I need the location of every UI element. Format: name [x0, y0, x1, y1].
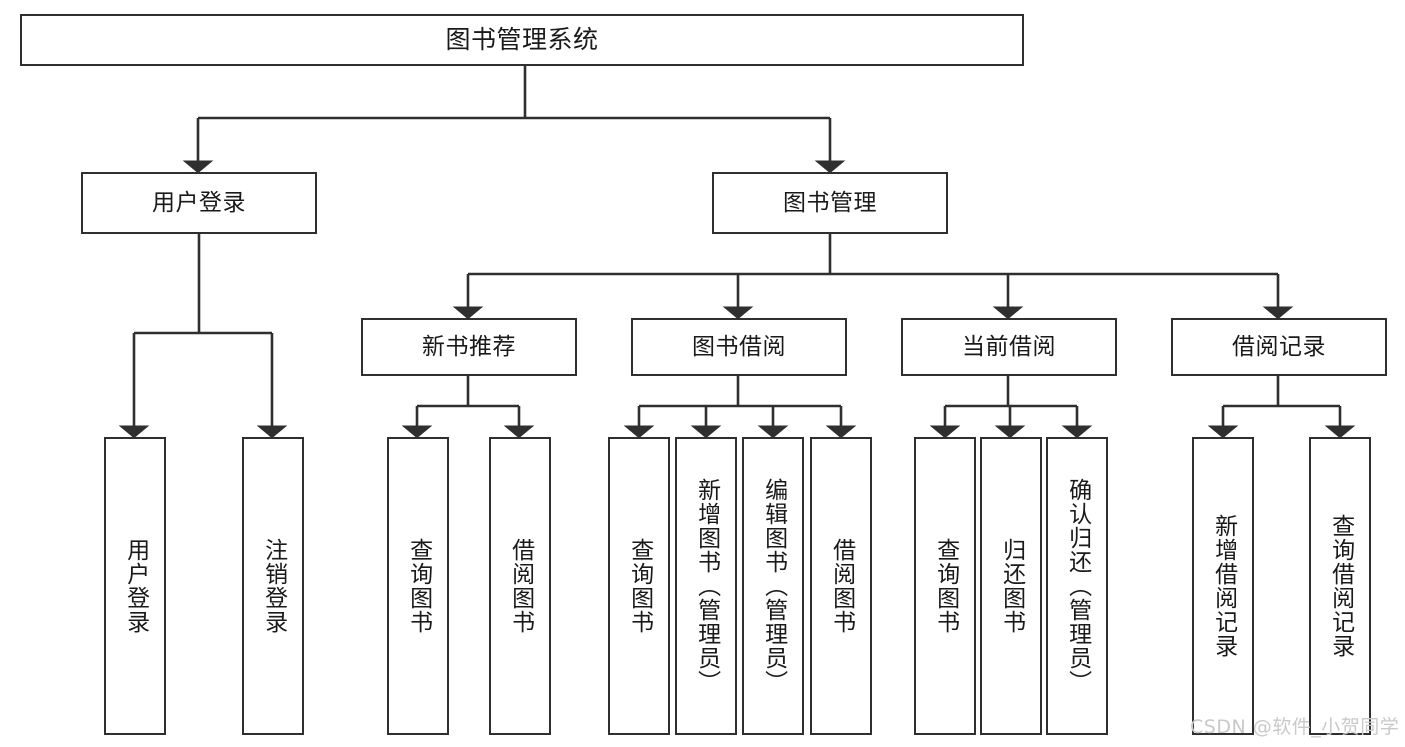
node-user-login[interactable]: 用户登录 [81, 172, 317, 234]
leaf-borrow-book-2[interactable]: 借阅图书 [810, 437, 872, 735]
leaf-confirm-return-label: 确认归还（管理员） [1064, 478, 1091, 694]
node-borrow-record[interactable]: 借阅记录 [1171, 318, 1387, 376]
leaf-return-book-label: 归还图书 [998, 538, 1025, 634]
leaf-query-book-2[interactable]: 查询图书 [608, 437, 670, 735]
leaf-query-book-3-label: 查询图书 [932, 538, 959, 634]
node-current-borrow[interactable]: 当前借阅 [901, 318, 1117, 376]
csdn-watermark: CSDN @软件_小贺同学 [1190, 716, 1400, 738]
leaf-query-book-1-label: 查询图书 [405, 538, 432, 634]
node-borrow-record-label: 借阅记录 [1232, 333, 1326, 360]
node-root[interactable]: 图书管理系统 [20, 14, 1024, 66]
node-book-management-label: 图书管理 [783, 189, 877, 216]
leaf-query-record-label: 查询借阅记录 [1327, 514, 1354, 658]
leaf-edit-book-label: 编辑图书（管理员） [760, 478, 787, 694]
leaf-user-login-label: 用户登录 [122, 538, 149, 634]
node-book-borrow[interactable]: 图书借阅 [631, 318, 847, 376]
leaf-add-record-label: 新增借阅记录 [1210, 514, 1237, 658]
leaf-edit-book[interactable]: 编辑图书（管理员） [742, 437, 804, 735]
leaf-user-logout[interactable]: 注销登录 [242, 437, 304, 735]
leaf-borrow-book-1[interactable]: 借阅图书 [489, 437, 551, 735]
leaf-query-book-1[interactable]: 查询图书 [387, 437, 449, 735]
node-current-borrow-label: 当前借阅 [962, 333, 1056, 360]
leaf-add-record[interactable]: 新增借阅记录 [1192, 437, 1254, 735]
leaf-return-book[interactable]: 归还图书 [980, 437, 1042, 735]
node-new-book-recommend[interactable]: 新书推荐 [361, 318, 577, 376]
leaf-add-book[interactable]: 新增图书（管理员） [675, 437, 737, 735]
node-new-book-recommend-label: 新书推荐 [422, 333, 516, 360]
node-user-login-label: 用户登录 [152, 189, 246, 216]
leaf-user-login[interactable]: 用户登录 [104, 437, 166, 735]
leaf-borrow-book-2-label: 借阅图书 [828, 538, 855, 634]
node-root-label: 图书管理系统 [445, 24, 599, 54]
leaf-query-record[interactable]: 查询借阅记录 [1309, 437, 1371, 735]
node-book-borrow-label: 图书借阅 [692, 333, 786, 360]
leaf-query-book-2-label: 查询图书 [626, 538, 653, 634]
leaf-query-book-3[interactable]: 查询图书 [914, 437, 976, 735]
leaf-user-logout-label: 注销登录 [260, 538, 287, 634]
node-book-management[interactable]: 图书管理 [712, 172, 948, 234]
leaf-borrow-book-1-label: 借阅图书 [507, 538, 534, 634]
leaf-add-book-label: 新增图书（管理员） [693, 478, 720, 694]
leaf-confirm-return[interactable]: 确认归还（管理员） [1046, 437, 1108, 735]
